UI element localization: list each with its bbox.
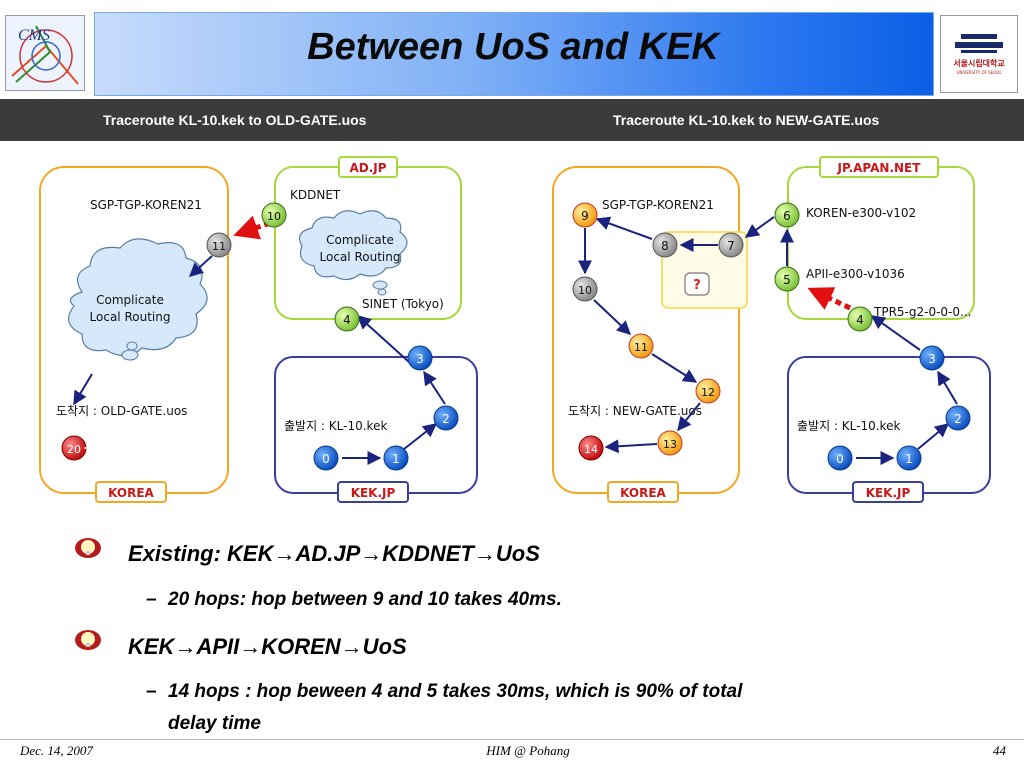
svg-text:1: 1	[392, 452, 400, 466]
node-right-2: 2	[945, 405, 971, 431]
node-right-10: 10	[572, 276, 598, 302]
uos-logo: 서울시립대학교 UNIVERSITY OF SEOUL	[940, 15, 1018, 93]
svg-text:9: 9	[581, 209, 589, 223]
node-left-10: 10	[261, 202, 287, 228]
footer-date: Dec. 14, 2007	[20, 743, 93, 758]
svg-text:11: 11	[212, 240, 226, 253]
node-right-13: 13	[657, 430, 683, 456]
cloud-small-line2: Local Routing	[320, 250, 401, 264]
svg-text:7: 7	[727, 239, 735, 253]
svg-text:6: 6	[783, 209, 791, 223]
cloud-small	[299, 210, 408, 281]
korea-label-right: KOREA	[620, 486, 666, 500]
kekjp-label-right: KEK.JP	[866, 486, 911, 500]
kddnet-label: KDDNET	[290, 188, 341, 202]
svg-text:13: 13	[663, 438, 677, 451]
cms-logo: CMS	[5, 15, 85, 91]
node-left-2: 2	[433, 405, 459, 431]
svg-text:10: 10	[267, 210, 281, 223]
node-left-0: 0	[313, 445, 339, 471]
svg-text:11: 11	[634, 341, 648, 354]
kekjp-label-left: KEK.JP	[351, 486, 396, 500]
korea-label-left: KOREA	[108, 486, 154, 500]
adjp-label: AD.JP	[349, 161, 386, 175]
node-left-11: 11	[206, 232, 232, 258]
node-left-3: 3	[407, 345, 433, 371]
sinet-label: SINET (Tokyo)	[362, 297, 444, 311]
node-right-4: 4	[847, 306, 873, 332]
svg-text:14: 14	[584, 443, 598, 456]
svg-text:4: 4	[856, 313, 864, 327]
svg-text:8: 8	[661, 239, 669, 253]
bullet-1-sub: 20 hops: hop between 9 and 10 takes 40ms…	[168, 589, 562, 610]
node-right-7: 7	[718, 232, 744, 258]
svg-text:4: 4	[343, 313, 351, 327]
koren-label: KOREN-e300-v102	[806, 206, 916, 220]
uos-logo-korean: 서울시립대학교	[953, 58, 1005, 68]
title-banner	[94, 12, 934, 96]
slide-title: Between UoS and KEK	[307, 26, 719, 68]
svg-text:10: 10	[578, 284, 592, 297]
node-right-6: 6	[774, 202, 800, 228]
cloud-small-line1: Complicate	[326, 233, 394, 247]
node-left-1: 1	[383, 445, 409, 471]
svg-text:3: 3	[928, 352, 936, 366]
cloud-big-line2: Local Routing	[90, 310, 171, 324]
bullet-2-sub-line1: 14 hops : hop beween 4 and 5 takes 30ms,…	[168, 681, 743, 702]
cloud-big-line1: Complicate	[96, 293, 164, 307]
question-mark: ?	[693, 278, 701, 293]
lightbulb-icon	[75, 630, 101, 650]
right-diagram: JP.APAN.NET KOREA KEK.JP SGP-TGP-KOREN21…	[552, 156, 991, 503]
node-right-11: 11	[628, 333, 654, 359]
svg-text:20: 20	[67, 443, 81, 456]
svg-text:1: 1	[905, 452, 913, 466]
dash-2: –	[146, 681, 157, 702]
left-sgp-label: SGP-TGP-KOREN21	[90, 198, 202, 212]
apan-label: JP.APAN.NET	[837, 161, 922, 175]
left-subtitle: Traceroute KL-10.kek to OLD-GATE.uos	[103, 112, 367, 128]
node-right-3: 3	[919, 345, 945, 371]
node-right-5: 5	[774, 266, 800, 292]
footer-center: HIM @ Pohang	[486, 743, 570, 758]
svg-text:0: 0	[836, 452, 844, 466]
svg-text:0: 0	[322, 452, 330, 466]
svg-text:3: 3	[416, 352, 424, 366]
left-dest-label: 도착지 : OLD-GATE.uos	[56, 404, 187, 418]
node-right-14: 14	[578, 435, 604, 461]
node-left-4: 4	[334, 306, 360, 332]
left-src-label: 출발지 : KL-10.kek	[284, 419, 387, 433]
svg-text:2: 2	[954, 412, 962, 426]
apan-region	[787, 166, 975, 320]
apii-label: APII-e300-v1036	[806, 267, 905, 281]
lightbulb-icon	[75, 538, 101, 558]
cms-logo-text: CMS	[18, 27, 50, 44]
node-right-8: 8	[652, 232, 678, 258]
svg-text:2: 2	[442, 412, 450, 426]
bullet-2-text: KEK→APII→KOREN→UoS	[128, 634, 407, 659]
right-subtitle: Traceroute KL-10.kek to NEW-GATE.uos	[613, 112, 880, 128]
svg-text:12: 12	[701, 386, 715, 399]
right-src-label: 출발지 : KL-10.kek	[797, 419, 900, 433]
cloud-big	[67, 238, 208, 357]
subtitle-bar	[0, 99, 1024, 141]
node-right-0: 0	[827, 445, 853, 471]
traceroute-diagrams: AD.JP KOREA KEK.JP Complicate Local Rout…	[39, 156, 991, 503]
right-sgp-label: SGP-TGP-KOREN21	[602, 198, 714, 212]
node-right-1: 1	[896, 445, 922, 471]
footer-divider	[0, 739, 1024, 740]
uos-logo-english: UNIVERSITY OF SEOUL	[956, 70, 1002, 75]
tpr-label: TPR5-g2-0-0-0...	[873, 305, 971, 319]
svg-text:5: 5	[783, 273, 791, 287]
footer-page-number: 44	[993, 743, 1006, 758]
dash-1: –	[146, 589, 157, 610]
right-dest-label: 도착지 : NEW-GATE.uos	[568, 404, 702, 418]
bullet-1-text: Existing: KEK→AD.JP→KDDNET→UoS	[128, 541, 540, 566]
node-left-20: 20	[61, 435, 92, 461]
node-right-12: 12	[695, 378, 721, 404]
bullet-2-sub-line2: delay time	[168, 713, 261, 734]
node-right-9: 9	[572, 202, 598, 228]
left-diagram: AD.JP KOREA KEK.JP Complicate Local Rout…	[39, 156, 478, 503]
